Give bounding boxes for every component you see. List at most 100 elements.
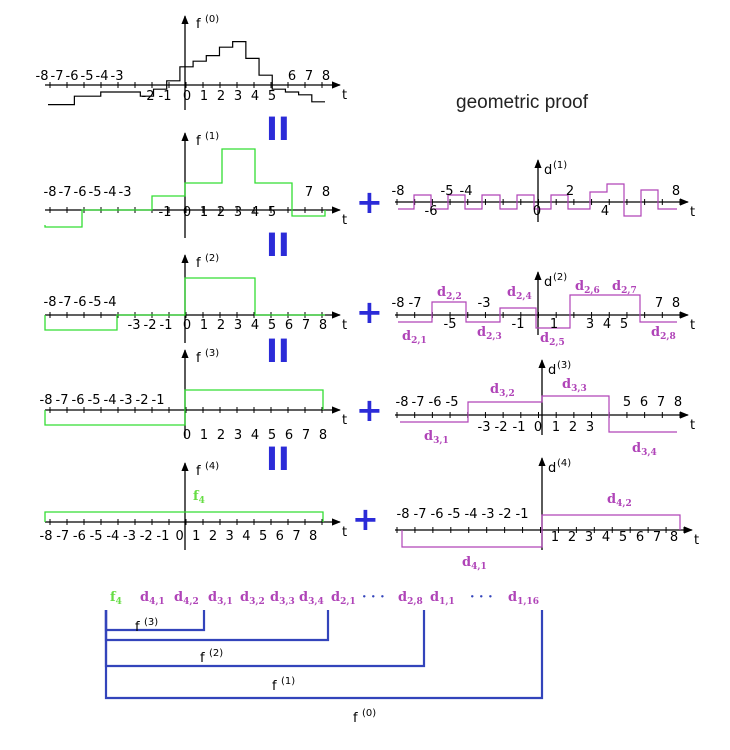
- d1-superscript: (1): [553, 160, 567, 171]
- tick-label-d1: -6: [425, 204, 438, 219]
- tick-label-f2: -2: [144, 318, 157, 333]
- tick-label-d2: -3: [478, 296, 491, 311]
- d2-coefficient-label: d2,6: [575, 279, 600, 296]
- tick-label-f2: -8: [44, 295, 57, 310]
- tick-label-f3: 4: [251, 428, 259, 443]
- t-axis-label: t: [690, 318, 695, 333]
- tick-label-d2: -1: [512, 317, 525, 332]
- tick-label-f4: 4: [242, 529, 250, 544]
- plus-sign-4: +: [352, 500, 379, 538]
- plus-sign-3: +: [356, 391, 383, 429]
- tick-label-f0: 7: [305, 69, 313, 84]
- tick-label-f0: 0: [183, 89, 191, 104]
- tick-label-f2: 0: [183, 318, 191, 333]
- tick-label-f0: 6: [288, 69, 296, 84]
- tick-label-d4: -7: [414, 507, 427, 522]
- tick-label-f4: 7: [292, 529, 300, 544]
- tick-label-f4: -7: [56, 529, 69, 544]
- d4-coefficient-label: d4,2: [607, 492, 632, 509]
- tick-label-d1: -8: [392, 184, 405, 199]
- bracket-label-superscript: (2): [209, 648, 223, 659]
- f2-superscript: (2): [205, 253, 219, 264]
- tick-label-f0: -7: [51, 69, 64, 84]
- tick-label-d2: 5: [620, 317, 628, 332]
- f1-superscript: (1): [205, 131, 219, 142]
- tick-label-d3: 1: [552, 420, 560, 435]
- d1-name: d: [544, 163, 552, 178]
- tick-label-d4: 6: [636, 530, 644, 545]
- sequence-item-d: d3,3: [270, 590, 295, 607]
- equals-sign-3: II: [266, 332, 290, 370]
- tick-label-d3: 3: [586, 420, 594, 435]
- tick-label-f1: 0: [183, 205, 191, 220]
- tick-label-f3: -3: [120, 393, 133, 408]
- tick-label-f3: 1: [200, 428, 208, 443]
- tick-label-d4: -3: [482, 507, 495, 522]
- f2-step-function: [44, 277, 325, 331]
- f3-superscript: (3): [205, 348, 219, 359]
- t-axis-label: t: [342, 88, 347, 103]
- sequence-item-f: f4: [110, 590, 122, 607]
- sequence-item-d: d2,1: [331, 590, 356, 607]
- tick-label-d4: 5: [619, 530, 627, 545]
- diagram-title: geometric proof: [456, 92, 589, 113]
- sequence-item-d: d4,2: [174, 590, 199, 607]
- tick-label-d1: 8: [672, 184, 680, 199]
- sequence-ellipsis: · · ·: [470, 590, 493, 605]
- tick-label-f2: -1: [160, 318, 173, 333]
- tick-label-d3: 6: [640, 395, 648, 410]
- d3-superscript: (3): [557, 360, 571, 371]
- tick-label-d3: -3: [478, 420, 491, 435]
- tick-label-f3: 6: [285, 428, 293, 443]
- tick-label-f0: -8: [36, 69, 49, 84]
- sequence-item-d: d3,2: [240, 590, 265, 607]
- tick-label-d2: -7: [409, 296, 422, 311]
- tick-label-f0: -5: [81, 69, 94, 84]
- f3-step-function: [44, 389, 324, 426]
- tick-label-f3: 3: [234, 428, 242, 443]
- tick-label-f2: 7: [302, 318, 310, 333]
- t-axis-label: t: [342, 213, 347, 228]
- f0-name: f: [196, 17, 201, 32]
- d3-step-function: [400, 395, 677, 433]
- tick-label-f0: 2: [217, 89, 225, 104]
- d2-name: d: [544, 275, 552, 290]
- f3-name: f: [196, 351, 201, 366]
- f4-superscript: (4): [205, 461, 219, 472]
- tick-label-d1: -5: [441, 184, 454, 199]
- tick-label-d2: 1: [550, 317, 558, 332]
- tick-label-f0: 8: [322, 69, 330, 84]
- d4-superscript: (4): [557, 458, 571, 469]
- bracket-label: f: [353, 711, 358, 726]
- tick-label-f4: -3: [123, 529, 136, 544]
- t-axis-label: t: [342, 318, 347, 333]
- d4-coefficient-label: d4,1: [462, 555, 487, 572]
- sequence-item-d: d3,1: [208, 590, 233, 607]
- tick-label-d1: -4: [460, 184, 473, 199]
- d3-coefficient-label: d3,2: [490, 382, 515, 399]
- tick-label-f1: -6: [74, 185, 87, 200]
- tick-label-f4: -2: [140, 529, 153, 544]
- d4-step-function: [401, 514, 681, 548]
- tick-label-f4: 5: [259, 529, 267, 544]
- tick-label-d2: -8: [392, 296, 405, 311]
- tick-label-d1: 2: [566, 184, 574, 199]
- f0-superscript: (0): [205, 14, 219, 25]
- tick-label-f2: -7: [59, 295, 72, 310]
- d2-step-function: [398, 294, 677, 329]
- tick-label-f3: 7: [302, 428, 310, 443]
- tick-label-d4: -2: [499, 507, 512, 522]
- d2-coefficient-label: d2,8: [651, 325, 676, 342]
- bracket-label-superscript: (3): [144, 617, 158, 628]
- tick-label-f1: 4: [251, 205, 259, 220]
- tick-label-f3: 2: [217, 428, 225, 443]
- tick-label-f4: -4: [106, 529, 119, 544]
- f2-name: f: [196, 256, 201, 271]
